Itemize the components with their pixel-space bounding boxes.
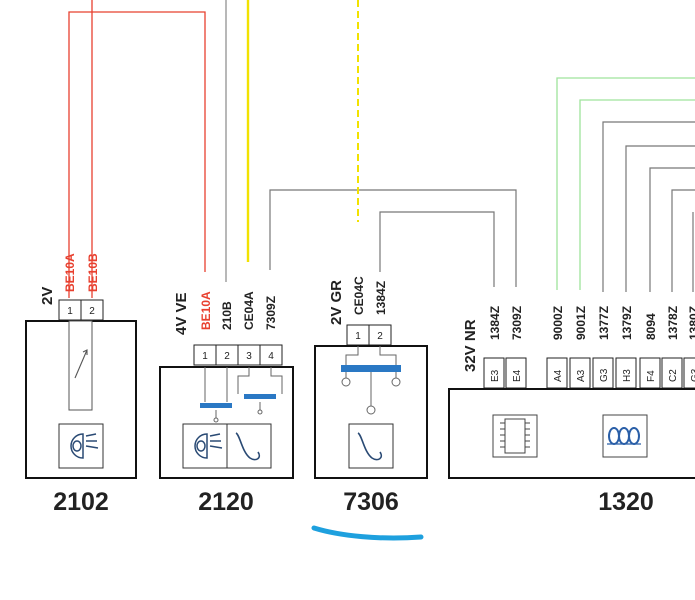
wire-label-8094: 8094 xyxy=(644,313,658,340)
coil-icon xyxy=(607,427,641,445)
pin-label: E4 xyxy=(512,369,523,382)
pin-label: H3 xyxy=(622,369,633,382)
wire-label-210b: 210B xyxy=(220,301,234,330)
pin-labels-1320: E3 E4 A4 A3 G3 H3 F4 C2 G3 xyxy=(490,368,695,382)
wire-1378z xyxy=(671,189,695,292)
highlight-underline xyxy=(311,525,424,541)
wire-1384z xyxy=(379,211,495,287)
curve-symbol-icon xyxy=(357,432,383,461)
switch-bar xyxy=(244,394,276,399)
switch-bar xyxy=(341,365,401,372)
wire-9001z xyxy=(579,99,695,290)
pin-label: C2 xyxy=(668,369,679,382)
pin-label: 2 xyxy=(377,331,383,342)
pin-label: G3 xyxy=(690,368,695,382)
wire-label-be10a-2120: BE10A xyxy=(199,291,213,330)
wire-8094 xyxy=(649,167,695,292)
pin-label: 2 xyxy=(89,306,95,317)
connector-label-7306: 2V GR xyxy=(328,280,345,325)
pin-label: 4 xyxy=(268,351,274,362)
connector-pins-1320 xyxy=(483,357,695,389)
wire-labels: BE10A BE10B BE10A 210B CE04A 7309Z CE04C… xyxy=(63,253,695,340)
component-number-2120: 2120 xyxy=(198,488,254,516)
wire-1377z xyxy=(602,121,695,292)
component-number-2102: 2102 xyxy=(53,488,109,516)
pin-label: A4 xyxy=(553,369,564,382)
wire-label-1378z: 1378Z xyxy=(666,306,680,340)
switch-contacts xyxy=(204,367,283,423)
wire-label-1380z: 1380Z xyxy=(687,306,695,340)
wire-label-1377z: 1377Z xyxy=(597,306,611,340)
wire-label-1384z-1320: 1384Z xyxy=(488,306,502,340)
wire-label-7309z-2120: 7309Z xyxy=(264,296,278,330)
wire-label-ce04a: CE04A xyxy=(242,291,256,330)
wire-label-be10a-2102: BE10A xyxy=(63,253,77,292)
wire-label-be10b-2102: BE10B xyxy=(86,253,100,292)
pin-label: 1 xyxy=(202,351,208,362)
component-box xyxy=(448,388,695,479)
ic-chip-icon xyxy=(492,414,538,458)
pin-box xyxy=(259,344,283,366)
connector-labels: 2V 4V VE 2V GR 32V NR xyxy=(39,280,479,372)
wire-1379z xyxy=(625,145,695,292)
component-7306: 1 2 7306 xyxy=(314,324,428,516)
wires xyxy=(68,0,695,298)
variable-arrow xyxy=(74,349,88,379)
variable-arrow-tip xyxy=(82,349,88,355)
component-number-1320: 1320 xyxy=(598,488,654,516)
pin-label: 1 xyxy=(67,306,73,317)
wire-7309z xyxy=(269,189,517,287)
component-2120: 1 2 3 4 2120 xyxy=(159,344,294,516)
wire-label-7309z-1320: 7309Z xyxy=(510,306,524,340)
icon-frame xyxy=(348,423,394,469)
icon-frame xyxy=(602,414,648,458)
pin-label: E3 xyxy=(490,369,501,382)
wire-9000z xyxy=(556,77,695,290)
pin-label: G3 xyxy=(599,368,610,382)
connector-label-2120: 4V VE xyxy=(173,292,190,335)
wire-label-ce04c: CE04C xyxy=(352,276,366,315)
component-number-7306: 7306 xyxy=(343,488,399,516)
icon-frame xyxy=(226,423,272,469)
headlamp-icon xyxy=(70,433,99,459)
pin-label: 3 xyxy=(246,351,252,362)
wire-label-9000z: 9000Z xyxy=(551,306,565,340)
wire-label-1379z: 1379Z xyxy=(620,306,634,340)
wire-label-1384z-7306: 1384Z xyxy=(374,281,388,315)
wire-be10a-2102 xyxy=(68,11,206,298)
curve-symbol-icon xyxy=(235,432,261,461)
wire-label-9001z: 9001Z xyxy=(574,306,588,340)
pin-label: 2 xyxy=(224,351,230,362)
pin-label: A3 xyxy=(576,369,587,382)
pin-label: 1 xyxy=(355,331,361,342)
connector-label-1320: 32V NR xyxy=(462,319,479,372)
component-1320: E3 E4 A4 A3 G3 H3 F4 C2 G3 13 xyxy=(448,357,695,516)
component-2102: 1 2 2102 xyxy=(25,299,137,516)
headlamp-icon xyxy=(194,433,223,459)
connector-label-2102: 2V xyxy=(39,287,56,305)
pin-label: F4 xyxy=(646,370,657,382)
switch-bar xyxy=(200,403,232,408)
